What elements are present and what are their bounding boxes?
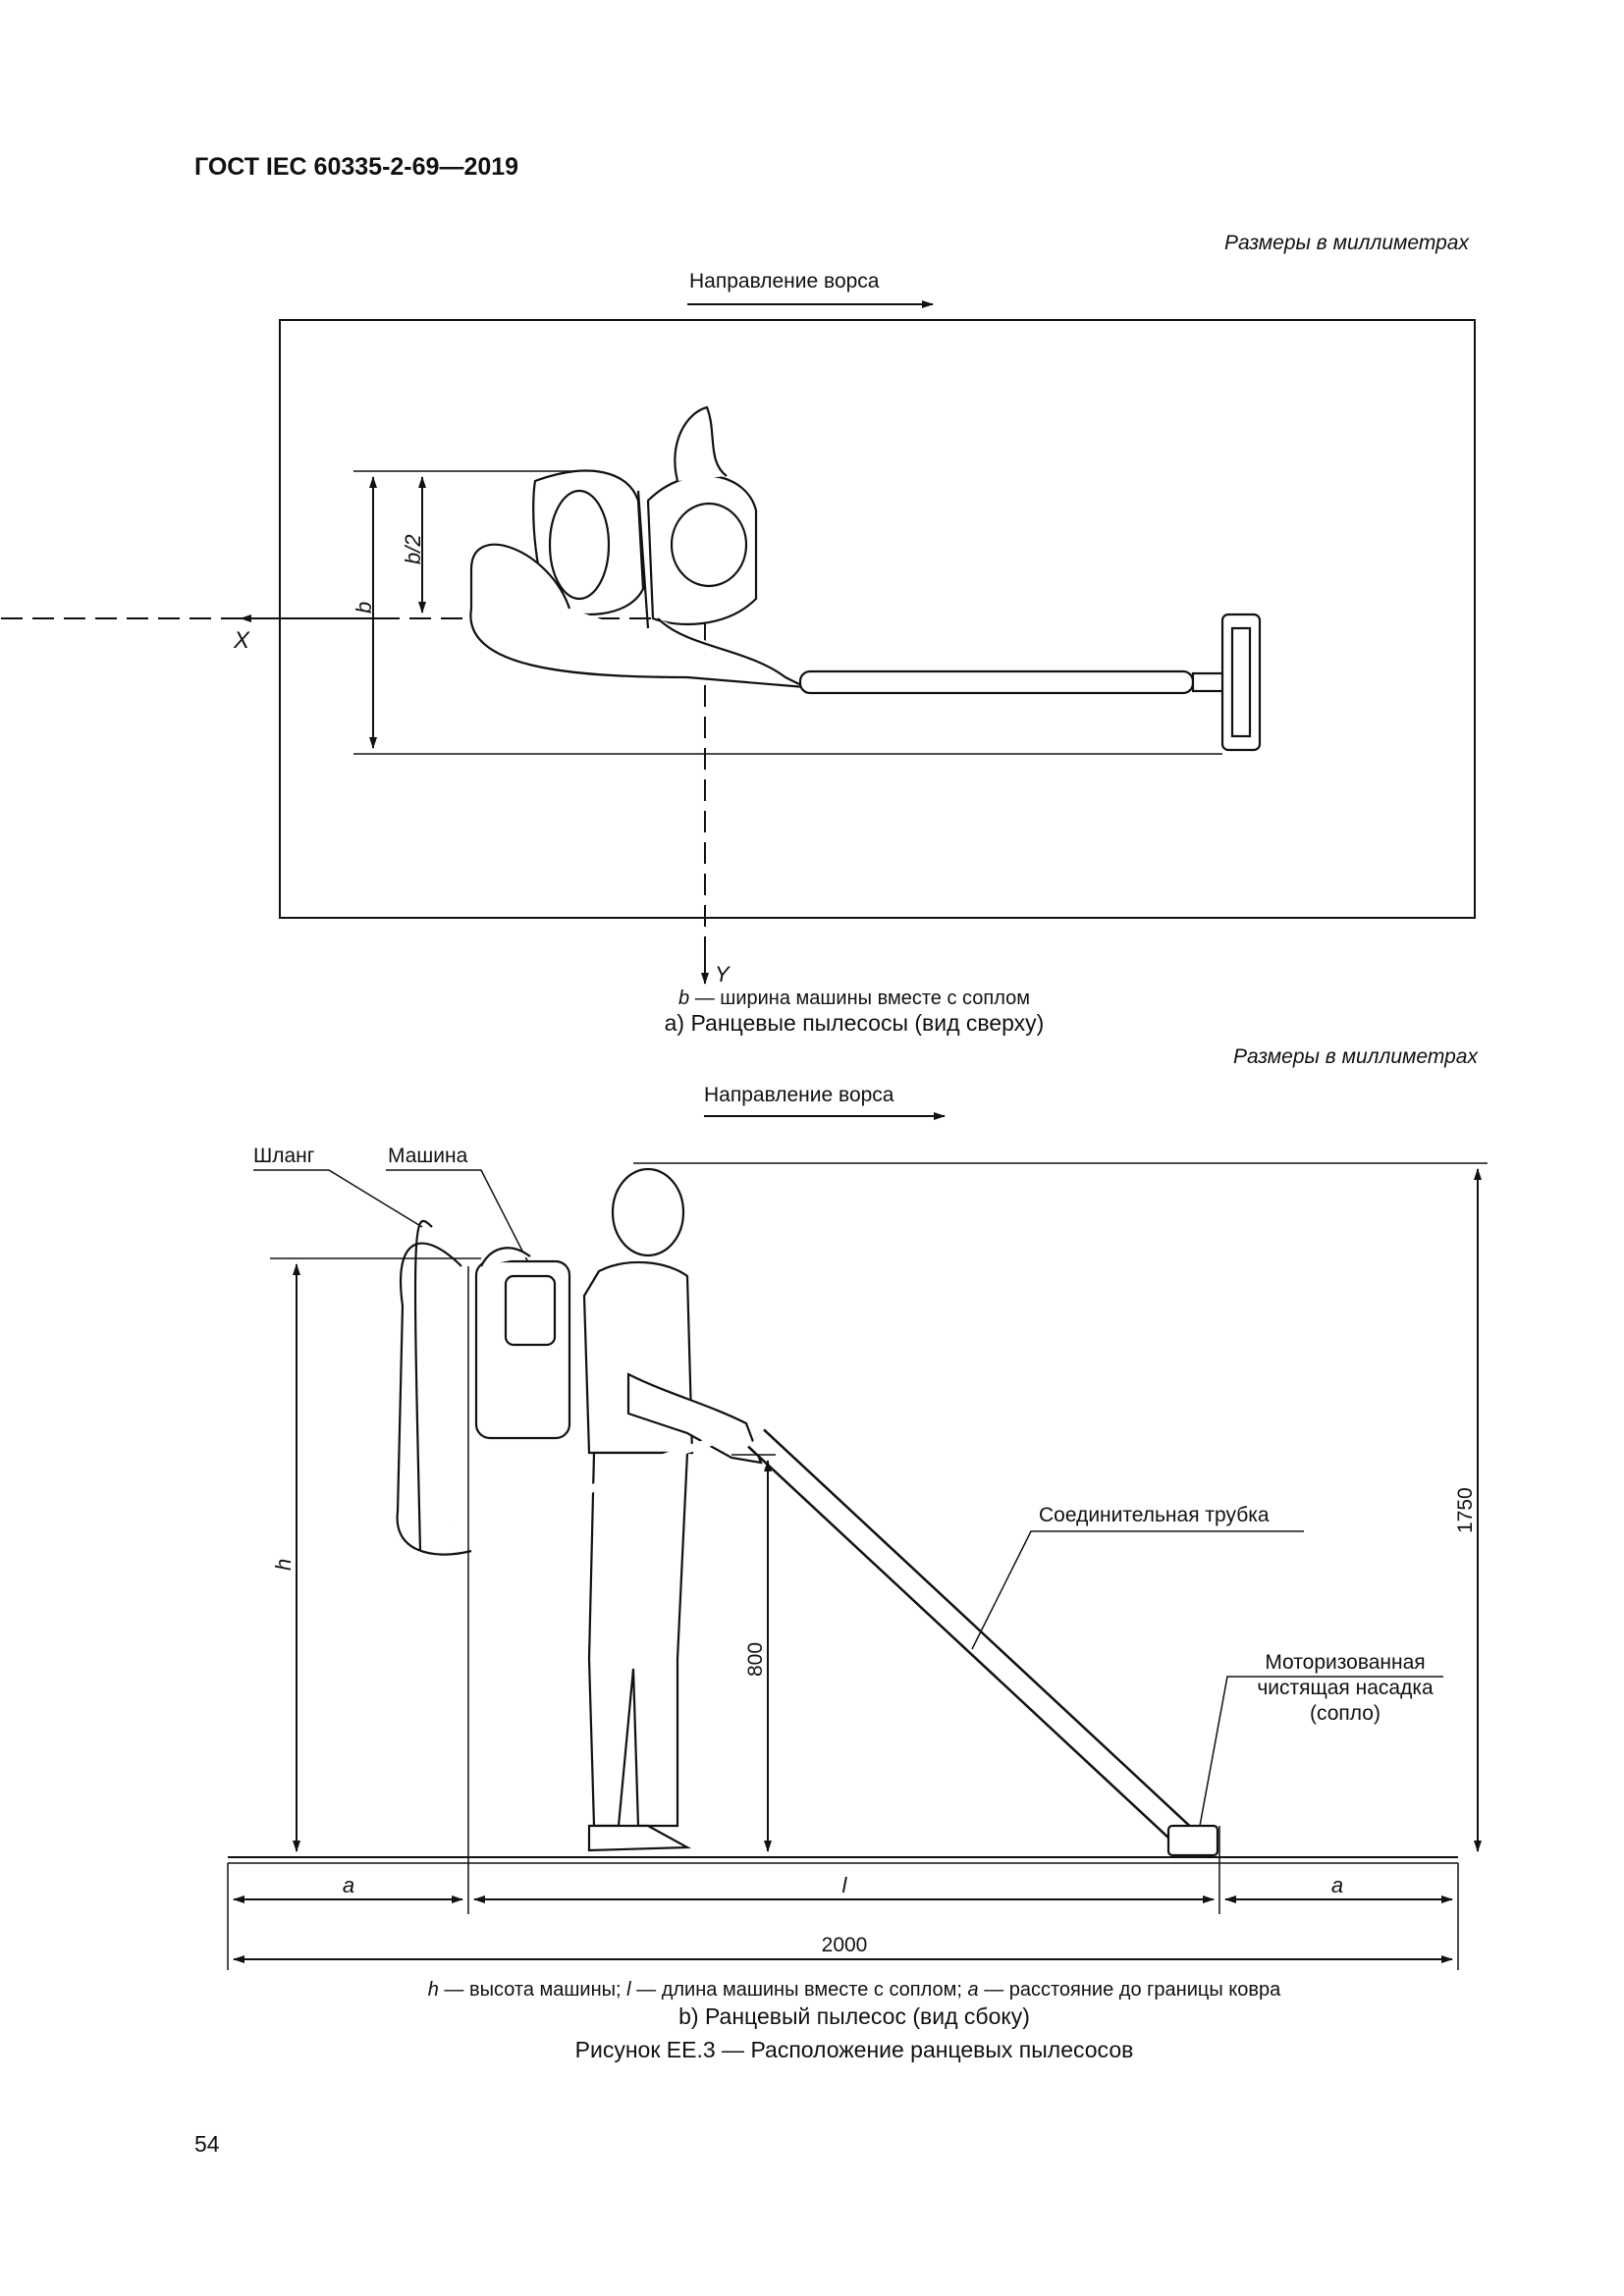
- label-nozzle-3: (сопло): [1310, 1702, 1380, 1725]
- operator-top-illustration: [469, 405, 1262, 752]
- figure-b-side-view: Размеры в миллиметрах Направление ворса …: [227, 1045, 1488, 2029]
- pile-direction-label: Направление ворса: [689, 270, 880, 293]
- dim-1750-label: 1750: [1454, 1487, 1477, 1533]
- units-note: Размеры в миллиметрах: [1224, 232, 1470, 254]
- axis-x-label: X: [233, 627, 250, 654]
- figure-a-top-view: Размеры в миллиметрах Направление ворса …: [1, 232, 1476, 1036]
- label-tube: Соединительная трубка: [1039, 1504, 1270, 1526]
- axis-y-label: Y: [715, 962, 731, 987]
- dim-a-right-label: a: [1331, 1873, 1343, 1897]
- dim-l-label: l: [842, 1873, 848, 1897]
- dim-h-label: h: [271, 1559, 296, 1571]
- dim-b-half-label: b/2: [401, 534, 425, 564]
- dim-2000-label: 2000: [822, 1934, 868, 1956]
- legend-b-side: h — высота машины; l — длина машины вмес…: [428, 1979, 1281, 2001]
- pile-direction-label-b: Направление ворса: [704, 1084, 894, 1106]
- label-nozzle-1: Моторизованная: [1265, 1651, 1425, 1674]
- figure-title: Рисунок ЕЕ.3 — Расположение ранцевых пыл…: [575, 2037, 1134, 2062]
- dim-a-left-label: a: [343, 1873, 354, 1897]
- dim-b-label: b: [352, 602, 376, 614]
- caption-b: b) Ранцевый пылесос (вид сбоку): [678, 2003, 1030, 2029]
- legend-b: b — ширина машины вместе с соплом: [678, 988, 1030, 1009]
- caption-a: а) Ранцевые пылесосы (вид сверху): [665, 1010, 1045, 1036]
- label-nozzle-2: чистящая насадка: [1257, 1677, 1434, 1699]
- operator-side-illustration: [396, 1167, 1219, 1857]
- label-hose: Шланг: [253, 1145, 315, 1167]
- standard-header: ГОСТ IEC 60335-2-69—2019: [194, 153, 518, 181]
- dim-800-label: 800: [744, 1642, 767, 1677]
- page-number: 54: [194, 2131, 220, 2157]
- label-machine: Машина: [388, 1145, 468, 1167]
- units-note-b: Размеры в миллиметрах: [1233, 1045, 1479, 1068]
